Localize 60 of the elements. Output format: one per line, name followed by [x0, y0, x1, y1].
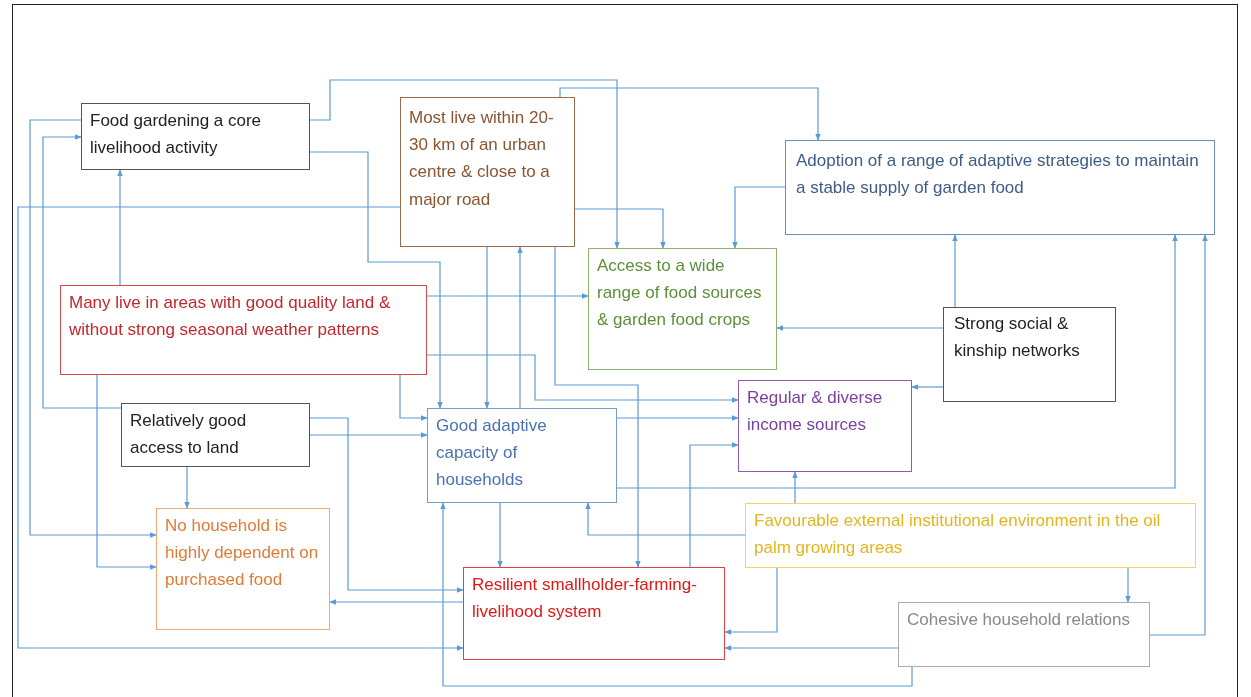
arrow [585, 502, 746, 536]
arrow [484, 246, 490, 409]
arrow [559, 87, 821, 141]
arrow [96, 374, 157, 570]
arrow [29, 119, 157, 538]
arrow [42, 134, 122, 409]
process-box [121, 403, 310, 467]
arrow [399, 374, 428, 421]
box-label: Food gardening a core livelihood activity [90, 111, 262, 158]
process-box [588, 248, 777, 370]
arrow [17, 206, 464, 651]
arrow [1149, 234, 1208, 636]
process-box [745, 503, 1196, 568]
box-label: Strong social & kinship networks [954, 314, 1080, 361]
box-label: Relatively good access to land [130, 411, 247, 458]
arrow [1125, 567, 1131, 603]
process-box [463, 567, 725, 660]
arrow [184, 466, 190, 509]
arrow [724, 645, 899, 651]
arrow [497, 502, 503, 568]
arrow [616, 415, 739, 421]
arrow [724, 567, 778, 635]
box-label: Regular & diverse income sources [747, 388, 883, 435]
arrow [911, 384, 944, 390]
arrow [574, 208, 666, 249]
arrow [426, 354, 739, 403]
process-box [785, 140, 1215, 235]
arrow [309, 417, 464, 593]
box-label: No household is highly dependent on purchased food [165, 516, 319, 590]
box-label: Resilient smallholder-farming-livelihood system [472, 575, 697, 622]
arrow [792, 471, 798, 504]
process-box [400, 97, 575, 247]
box-label: Adoption of a range of adaptive strategies to maintain a stable supply of garden food [796, 151, 1199, 198]
box-label: Many live in areas with good quality land & without strong seasonal weather patterns [69, 293, 391, 340]
arrow [309, 79, 620, 249]
arrow [952, 234, 958, 308]
process-box [738, 380, 912, 472]
process-box [81, 103, 310, 170]
process-box [156, 508, 330, 630]
arrow [309, 432, 428, 438]
box-label: Favourable external institutional environment in the oil palm growing areas [754, 511, 1161, 558]
process-box [943, 307, 1116, 402]
arrow [309, 151, 443, 409]
box-label: Cohesive household relations [907, 610, 1131, 629]
arrow [689, 442, 739, 568]
arrow [517, 246, 523, 409]
arrow [440, 502, 913, 687]
box-label: Access to a wide range of food sources & garden food crops [597, 256, 762, 330]
arrow [426, 293, 589, 299]
arrow [616, 234, 1178, 489]
process-box [898, 602, 1150, 667]
arrow [776, 325, 944, 331]
box-label: Most live within 20-30 km of an urban centre & close to a major road [409, 108, 554, 209]
arrow [329, 599, 464, 605]
box-label: Good adaptive capacity of households [436, 416, 547, 490]
arrow [554, 246, 641, 568]
process-box [427, 408, 617, 503]
arrow [117, 169, 123, 286]
process-box [60, 285, 427, 375]
arrow [732, 186, 786, 249]
